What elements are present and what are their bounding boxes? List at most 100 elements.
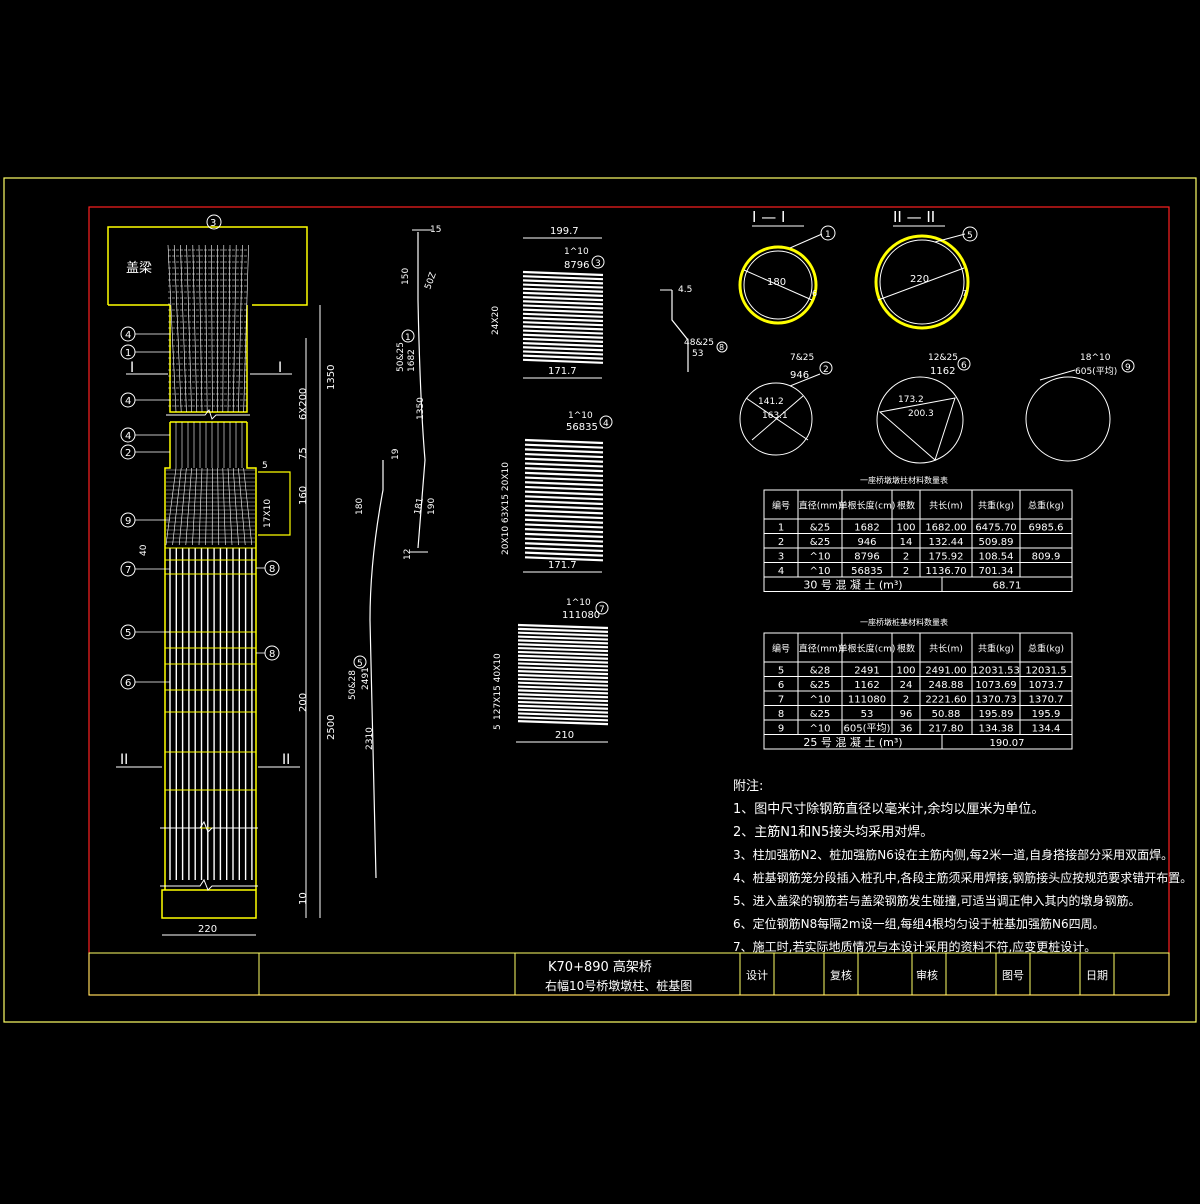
svg-text:一座桥墩桩基材料数量表: 一座桥墩桩基材料数量表 bbox=[860, 617, 948, 627]
notes: 附注: 1、图中尺寸除钢筋直径以毫米计,余均以厘米为单位。 2、主筋N1和N5接… bbox=[733, 779, 1192, 954]
table-cell: 1073.69 bbox=[975, 680, 1016, 691]
table-cell: 509.89 bbox=[979, 537, 1014, 548]
svg-text:1: 1 bbox=[405, 333, 411, 343]
table-header: 编号 bbox=[772, 643, 790, 655]
table-cell: 195.89 bbox=[979, 709, 1014, 720]
rebar-line bbox=[244, 245, 249, 412]
table-cell: &25 bbox=[810, 680, 831, 691]
spiral-turn bbox=[518, 663, 608, 666]
table-cell: 96 bbox=[900, 709, 913, 720]
spiral-turn bbox=[523, 293, 603, 296]
svg-text:7&25: 7&25 bbox=[790, 353, 814, 363]
svg-text:20X10 63X15 20X10: 20X10 63X15 20X10 bbox=[501, 462, 511, 555]
spiral-turn bbox=[523, 322, 603, 325]
spiral-turn bbox=[518, 637, 608, 640]
svg-text:40: 40 bbox=[139, 544, 149, 556]
svg-text:II — II: II — II bbox=[893, 208, 935, 226]
table-cell: 6985.6 bbox=[1029, 523, 1064, 534]
svg-text:160: 160 bbox=[298, 486, 309, 505]
spiral-turn bbox=[525, 463, 603, 466]
spiral-turn bbox=[523, 326, 603, 329]
table-cell: &25 bbox=[810, 537, 831, 548]
spiral-turn bbox=[518, 679, 608, 682]
spiral-turn bbox=[525, 539, 603, 542]
table-cell: 132.44 bbox=[929, 537, 964, 548]
table-cell: 108.54 bbox=[979, 552, 1014, 563]
table-header: 直径(mm) bbox=[799, 643, 842, 655]
spiral-turn bbox=[523, 331, 603, 334]
rebar-line bbox=[166, 468, 176, 545]
note-4: 4、桩基钢筋笼分段插入桩孔中,各段主筋须采用焊接,钢筋接头应按规范要求错开布置。 bbox=[733, 870, 1192, 885]
svg-text:2491: 2491 bbox=[361, 667, 371, 690]
callout-label: 4 bbox=[125, 330, 131, 341]
spiral-turn bbox=[518, 648, 608, 651]
spiral-turn bbox=[518, 675, 608, 678]
callout-label: 7 bbox=[125, 565, 131, 576]
svg-text:1162: 1162 bbox=[930, 366, 955, 377]
table-cell: 134.4 bbox=[1032, 724, 1061, 735]
bar-n1-detail: 15 150 50Z 50&25 1682 1 1350 181 190 12 bbox=[396, 225, 441, 560]
section-mark-II-left: II bbox=[120, 752, 128, 768]
spiral-turn bbox=[525, 482, 603, 485]
svg-text:2310: 2310 bbox=[365, 727, 375, 750]
svg-text:181: 181 bbox=[413, 497, 426, 516]
svg-text:1^10: 1^10 bbox=[566, 598, 591, 608]
spiral-turn bbox=[525, 553, 603, 556]
table-cell: 4 bbox=[778, 566, 784, 577]
rebar-line bbox=[173, 468, 182, 545]
table-cell: &25 bbox=[810, 523, 831, 534]
spiral-turn bbox=[518, 713, 608, 716]
note-3: 3、柱加强筋N2、桩加强筋N6设在主筋内侧,每2米一道,自身搭接部分采用双面焊。 bbox=[733, 847, 1173, 862]
table-header: 总重(kg) bbox=[1028, 500, 1064, 512]
table-cell: 248.88 bbox=[929, 680, 964, 691]
spiral-turn bbox=[518, 721, 608, 724]
table-cell: 2491 bbox=[854, 666, 879, 677]
spiral-turn bbox=[518, 683, 608, 686]
table-cell: 14 bbox=[900, 537, 913, 548]
spiral-turn bbox=[518, 671, 608, 674]
table-header: 单根长度(cm) bbox=[839, 643, 896, 655]
table-header: 单根长度(cm) bbox=[839, 500, 896, 512]
table-cell: 175.92 bbox=[929, 552, 964, 563]
table-cell: 50.88 bbox=[932, 709, 961, 720]
rebar-line bbox=[174, 245, 181, 412]
pier-width-dim: 220 bbox=[198, 924, 217, 935]
svg-text:4.5: 4.5 bbox=[678, 285, 692, 295]
section-II: II — II 220 7 5 bbox=[876, 208, 977, 328]
spiral-turn bbox=[525, 534, 603, 537]
svg-text:111080: 111080 bbox=[562, 610, 600, 621]
spiral-turn bbox=[525, 524, 603, 527]
spiral-turn bbox=[525, 440, 603, 443]
spiral-turn bbox=[518, 633, 608, 636]
callout-3-top: 3 bbox=[210, 218, 216, 229]
table-cell: 946 bbox=[857, 537, 876, 548]
rebar-line bbox=[205, 245, 207, 412]
table-footer-value: 68.71 bbox=[993, 581, 1022, 592]
table-cell: 6 bbox=[778, 680, 784, 691]
spiral-turn bbox=[525, 487, 603, 490]
table-header: 编号 bbox=[772, 500, 790, 512]
svg-text:4: 4 bbox=[603, 419, 609, 429]
svg-text:24X20: 24X20 bbox=[491, 306, 501, 335]
rebar-line bbox=[192, 468, 196, 545]
ring-n6: 12&25 1162 6 173.2 200.3 bbox=[877, 353, 970, 463]
table-header: 共重(kg) bbox=[978, 643, 1014, 655]
svg-text:6: 6 bbox=[961, 361, 967, 371]
spiral-turn bbox=[518, 644, 608, 647]
spiral-turn bbox=[523, 360, 603, 363]
rebar-line bbox=[228, 245, 230, 412]
svg-text:9: 9 bbox=[1125, 363, 1131, 373]
table-cell: 809.9 bbox=[1032, 552, 1061, 563]
svg-text:150: 150 bbox=[401, 268, 411, 285]
table-cell: 1370.7 bbox=[1029, 695, 1064, 706]
spiral-turn bbox=[525, 468, 603, 471]
table-header: 根数 bbox=[897, 643, 915, 655]
spiral-turn bbox=[525, 449, 603, 452]
svg-text:171.7: 171.7 bbox=[548, 560, 577, 571]
svg-text:12: 12 bbox=[403, 549, 413, 560]
svg-text:1^10: 1^10 bbox=[564, 247, 589, 257]
svg-text:6: 6 bbox=[812, 289, 817, 298]
table-cell: 134.38 bbox=[979, 724, 1014, 735]
table-cell: 2 bbox=[903, 695, 909, 706]
